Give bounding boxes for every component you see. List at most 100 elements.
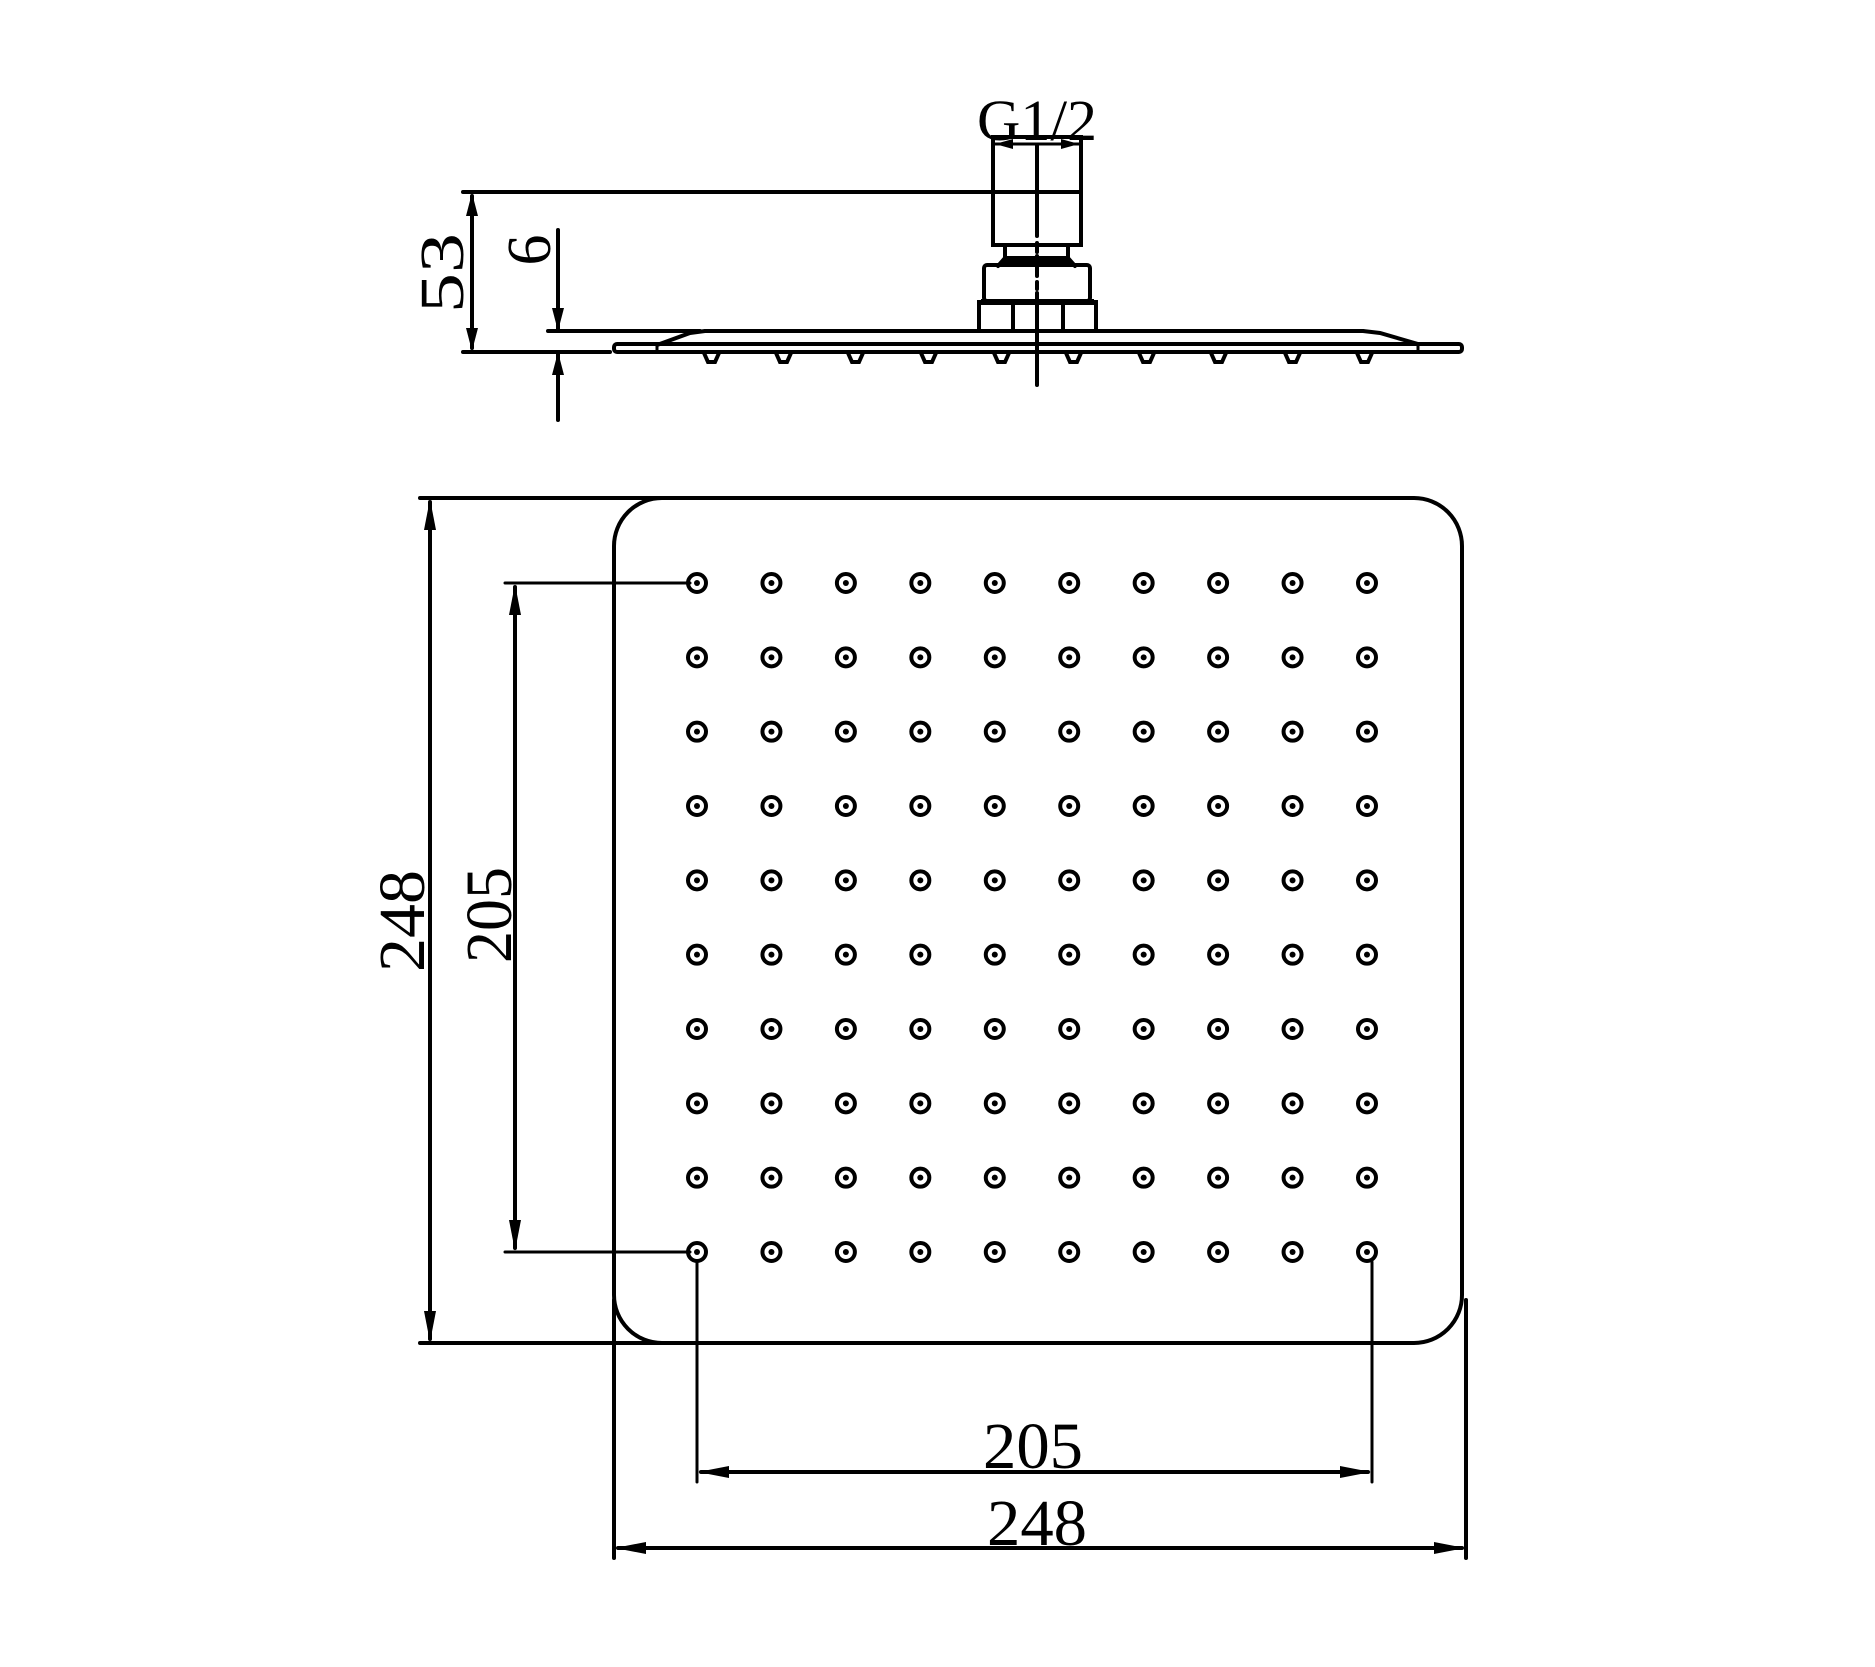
nozzle-icon bbox=[1132, 1018, 1155, 1040]
nozzle-icon bbox=[834, 869, 857, 892]
width-248-label: 248 bbox=[987, 1487, 1087, 1560]
nozzle-icon bbox=[909, 1018, 932, 1040]
nozzle-icon bbox=[1207, 869, 1230, 892]
nozzle-icon bbox=[834, 572, 857, 594]
height-53-label: 53 bbox=[409, 233, 477, 313]
nozzle-icon bbox=[1058, 795, 1081, 817]
nozzle-icon bbox=[1356, 1166, 1378, 1189]
nozzle-icon bbox=[686, 1092, 708, 1115]
nozzle-icon bbox=[686, 1166, 708, 1189]
nozzle-icon bbox=[1207, 1018, 1230, 1040]
nozzle-icon bbox=[1058, 1166, 1081, 1189]
nozzle-icon bbox=[1132, 1241, 1155, 1263]
nozzle-icon bbox=[1132, 572, 1155, 594]
nozzle-icon bbox=[760, 1166, 783, 1189]
nozzle-icon bbox=[1207, 572, 1230, 594]
nozzle-icon bbox=[1058, 1241, 1081, 1263]
nozzle-icon bbox=[1356, 869, 1378, 892]
dimension-g12: G1/2 bbox=[977, 88, 1097, 153]
nozzle-icon bbox=[983, 1166, 1006, 1189]
nozzle-icon bbox=[1356, 720, 1378, 743]
nozzle-grid bbox=[686, 572, 1378, 1263]
nozzle-icon bbox=[834, 1018, 857, 1040]
nozzle-icon bbox=[983, 869, 1006, 892]
nozzle-icon bbox=[1281, 646, 1304, 669]
nozzle-icon bbox=[1132, 720, 1155, 743]
nozzle-icon bbox=[1058, 646, 1081, 669]
top-view: 248 205 205 248 bbox=[366, 496, 1468, 1560]
nozzle-icon bbox=[909, 572, 932, 594]
nozzle-icon bbox=[834, 1092, 857, 1115]
nozzle-icon bbox=[1356, 572, 1378, 594]
nozzle-icon bbox=[760, 943, 783, 966]
dimension-248-vertical: 248 bbox=[366, 496, 664, 1345]
side-nozzles bbox=[702, 351, 1374, 364]
nozzle-icon bbox=[1058, 869, 1081, 892]
nozzle-icon bbox=[983, 1241, 1006, 1263]
nozzle-icon bbox=[686, 720, 708, 743]
nozzle-icon bbox=[1356, 795, 1378, 817]
nozzle-icon bbox=[760, 572, 783, 594]
nozzle-icon bbox=[834, 720, 857, 743]
nozzle-icon bbox=[983, 572, 1006, 594]
nozzle-icon bbox=[834, 943, 857, 966]
nozzle-icon bbox=[1356, 1092, 1378, 1115]
nozzle-icon bbox=[983, 943, 1006, 966]
nozzle-icon bbox=[983, 646, 1006, 669]
nozzle-icon bbox=[1207, 795, 1230, 817]
nozzle-icon bbox=[1281, 795, 1304, 817]
nozzle-icon bbox=[909, 869, 932, 892]
nozzle-icon bbox=[983, 1018, 1006, 1040]
nozzle-icon bbox=[1132, 869, 1155, 892]
dimension-205-horizontal: 205 bbox=[695, 1260, 1374, 1484]
nozzle-icon bbox=[1132, 795, 1155, 817]
nozzle-icon bbox=[1207, 1092, 1230, 1115]
thickness-6-label: 6 bbox=[496, 235, 564, 266]
nozzle-icon bbox=[1058, 1092, 1081, 1115]
nozzle-icon bbox=[1356, 646, 1378, 669]
nozzle-icon bbox=[909, 1241, 932, 1263]
nozzle-icon bbox=[760, 869, 783, 892]
nozzle-icon bbox=[909, 646, 932, 669]
nozzle-icon bbox=[834, 795, 857, 817]
nozzle-icon bbox=[1207, 720, 1230, 743]
side-view: G1/2 53 6 bbox=[409, 88, 1464, 422]
nozzle-icon bbox=[1058, 720, 1081, 743]
nozzle-icon bbox=[1281, 1166, 1304, 1189]
nozzle-icon bbox=[1356, 1241, 1378, 1263]
nozzle-icon bbox=[760, 1241, 783, 1263]
nozzle-icon bbox=[686, 646, 708, 669]
nozzle-icon bbox=[909, 795, 932, 817]
nozzle-icon bbox=[1207, 646, 1230, 669]
nozzle-icon bbox=[1281, 1018, 1304, 1040]
nozzle-icon bbox=[686, 943, 708, 966]
pitch-205-horizontal-label: 205 bbox=[983, 1410, 1083, 1483]
nozzle-icon bbox=[983, 720, 1006, 743]
nozzle-icon bbox=[1281, 572, 1304, 594]
dimension-205-vertical: 205 bbox=[453, 581, 692, 1254]
nozzle-icon bbox=[1281, 869, 1304, 892]
nozzle-icon bbox=[1356, 943, 1378, 966]
height-248-label: 248 bbox=[366, 870, 439, 972]
nozzle-icon bbox=[686, 869, 708, 892]
nozzle-icon bbox=[1132, 943, 1155, 966]
nozzle-icon bbox=[1356, 1018, 1378, 1040]
nozzle-icon bbox=[909, 720, 932, 743]
nozzle-icon bbox=[909, 1092, 932, 1115]
nozzle-icon bbox=[1132, 646, 1155, 669]
nozzle-icon bbox=[983, 795, 1006, 817]
nozzle-icon bbox=[1132, 1166, 1155, 1189]
nozzle-icon bbox=[686, 1018, 708, 1040]
nozzle-icon bbox=[1058, 943, 1081, 966]
dimension-6: 6 bbox=[496, 228, 702, 422]
nozzle-icon bbox=[983, 1092, 1006, 1115]
plate-outline bbox=[612, 496, 1464, 1345]
nozzle-icon bbox=[1207, 1166, 1230, 1189]
nozzle-icon bbox=[1281, 1241, 1304, 1263]
nozzle-icon bbox=[1058, 1018, 1081, 1040]
nozzle-icon bbox=[760, 1092, 783, 1115]
nozzle-icon bbox=[760, 646, 783, 669]
nozzle-icon bbox=[1132, 1092, 1155, 1115]
nozzle-icon bbox=[760, 1018, 783, 1040]
